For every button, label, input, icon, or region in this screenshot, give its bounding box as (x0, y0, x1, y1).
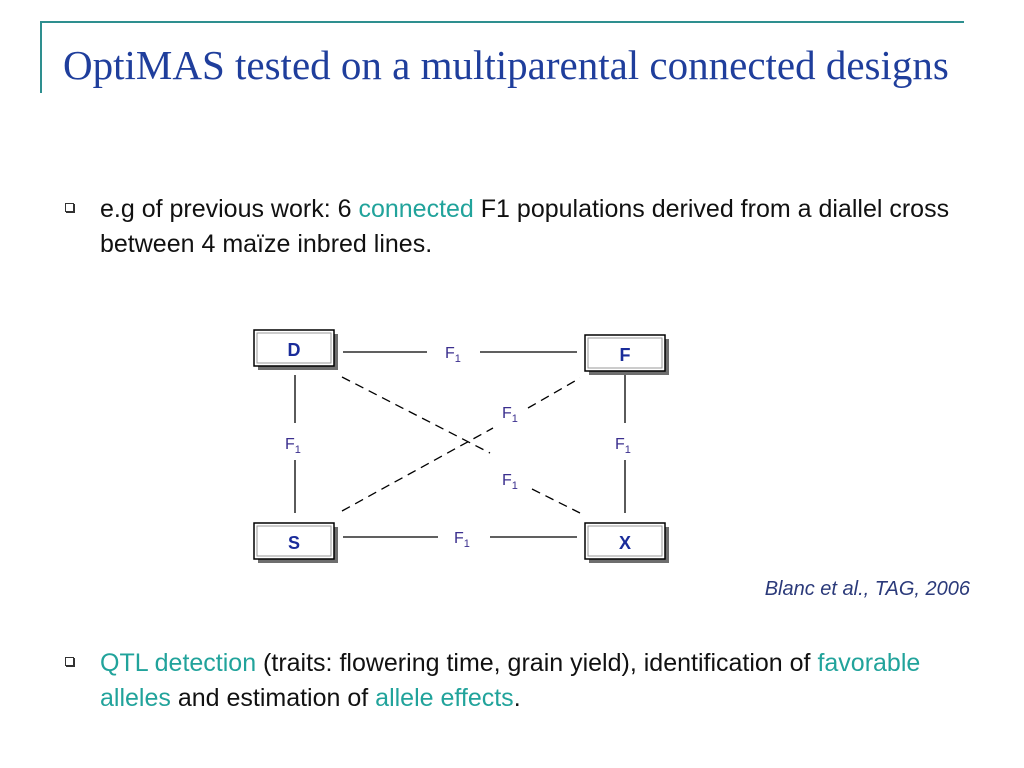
bullet-previous-work: e.g of previous work: 6 connected F1 pop… (63, 192, 963, 262)
edge-label-d-s: F1 (285, 436, 301, 456)
edge-label-f-x: F1 (615, 436, 631, 456)
bullet-qtl-detection-text: QTL detection (traits: flowering time, g… (100, 646, 963, 716)
node-f: F (584, 334, 669, 375)
node-x: X (584, 522, 669, 563)
title-top-rule (40, 21, 964, 23)
square-bullet-icon (65, 203, 74, 212)
bullet-2-text-3: . (513, 684, 521, 712)
bullet-1-text-before: e.g of previous work: 6 (100, 195, 359, 223)
citation: Blanc et al., TAG, 2006 (764, 578, 970, 600)
edge-label-s-x: F1 (454, 530, 470, 550)
node-s: S (253, 522, 338, 563)
node-x-label: X (619, 533, 631, 553)
node-s-label: S (288, 533, 300, 553)
bullet-2-highlight-allele-effects: allele effects (375, 684, 514, 712)
bullet-1-highlight-connected: connected (358, 195, 474, 223)
edge-label-d-x: F1 (502, 472, 518, 492)
bullet-qtl-detection: QTL detection (traits: flowering time, g… (63, 646, 963, 716)
bullet-1-text-after: F1 populations derived from a diallel cr… (100, 195, 950, 258)
edge-label-d-f: F1 (445, 345, 461, 365)
edge-label-s-f: F1 (502, 405, 518, 425)
edge-s-f-lower (341, 427, 494, 512)
node-f-label: F (620, 345, 631, 365)
bullet-2-highlight-qtl-detection: QTL detection (100, 649, 257, 677)
square-bullet-icon (65, 657, 74, 666)
diallel-cross-diagram: F1 F1 F1 F1 F1 F1 D F S (253, 329, 669, 563)
bullet-2-text-1: (traits: flowering time, grain yield), i… (256, 649, 818, 677)
bullet-2-text-2: and estimation of (170, 684, 376, 712)
node-d: D (253, 329, 338, 370)
title-left-rule (40, 21, 42, 93)
bullet-2-highlight-favorable-alleles: favorable alleles (100, 649, 921, 712)
edge-d-x-upper (341, 376, 491, 454)
slide-title: OptiMAS tested on a multiparental connec… (63, 42, 949, 88)
edge-d-x-lower (531, 488, 581, 514)
edge-s-f-upper (527, 377, 581, 409)
node-d-label: D (288, 340, 301, 360)
bullet-previous-work-text: e.g of previous work: 6 connected F1 pop… (100, 192, 963, 262)
